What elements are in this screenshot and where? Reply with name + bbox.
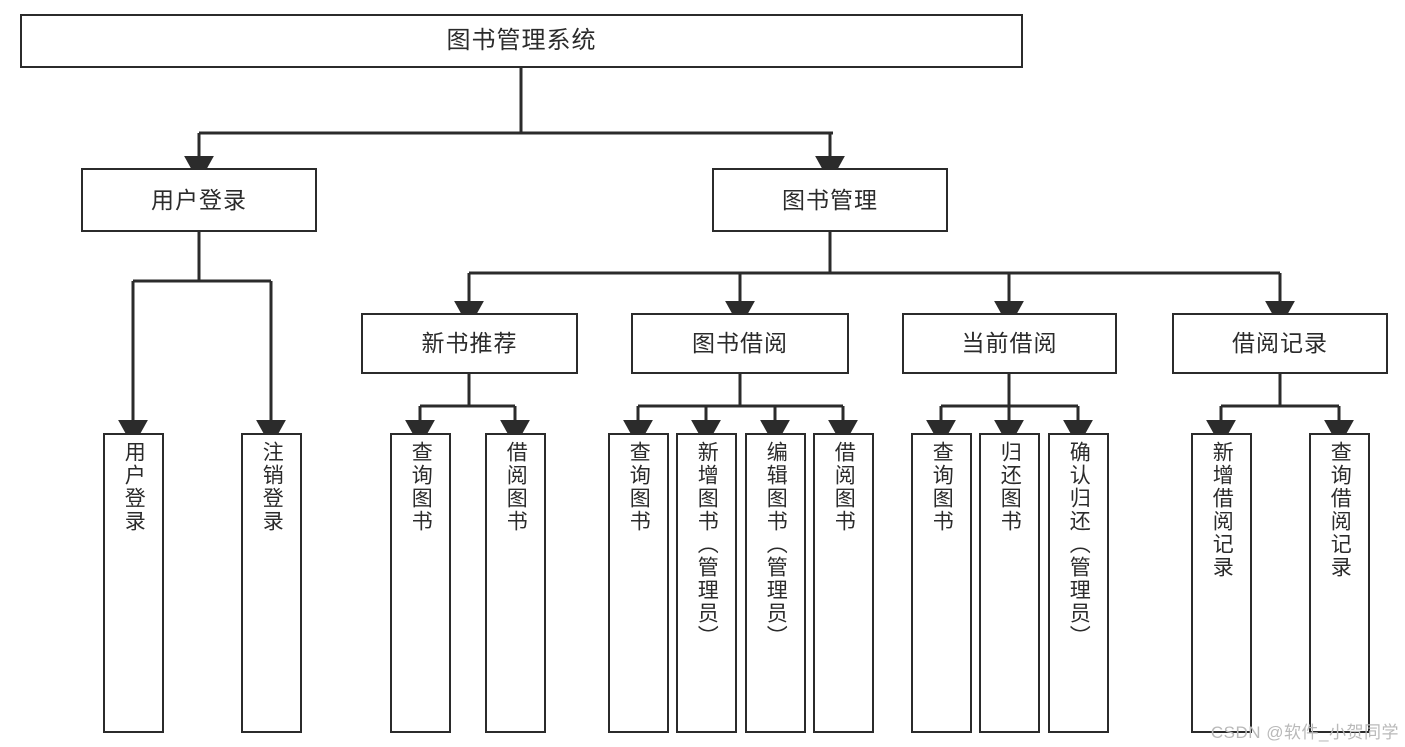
node-label: 借阅记录 [1232,330,1328,356]
node-user-login[interactable]: 用户登录 [81,168,317,232]
node-label: 新增借阅记录 [1210,441,1234,579]
leaf-query-borrowing-record[interactable]: 查询借阅记录 [1309,433,1370,733]
node-label: 查询借阅记录 [1328,441,1352,579]
node-book-borrowing[interactable]: 图书借阅 [631,313,849,374]
node-label: 确认归还（管理员） [1067,441,1091,648]
node-label: 当前借阅 [961,330,1058,356]
node-label: 用户登录 [122,441,146,533]
node-label: 查询图书 [930,441,954,533]
node-label: 用户登录 [151,186,247,213]
node-label: 新书推荐 [421,330,518,356]
node-label: 新增图书（管理员） [695,441,719,648]
node-label: 查询图书 [627,441,651,533]
node-new-book-recommendation[interactable]: 新书推荐 [361,313,578,374]
node-label: 注销登录 [260,441,284,533]
leaf-add-book-admin[interactable]: 新增图书（管理员） [676,433,737,733]
node-label: 图书借阅 [692,330,788,356]
node-label: 归还图书 [998,441,1022,533]
node-label: 借阅图书 [832,441,856,533]
leaf-confirm-return-admin[interactable]: 确认归还（管理员） [1048,433,1109,733]
leaf-query-books-current[interactable]: 查询图书 [911,433,972,733]
node-label: 图书管理系统 [446,27,597,54]
node-label: 编辑图书（管理员） [764,441,788,648]
leaf-user-login[interactable]: 用户登录 [103,433,164,733]
leaf-logout[interactable]: 注销登录 [241,433,302,733]
node-label: 查询图书 [409,441,433,533]
node-current-borrowing[interactable]: 当前借阅 [902,313,1117,374]
leaf-borrow-books-recommendation[interactable]: 借阅图书 [485,433,546,733]
node-root-book-management-system[interactable]: 图书管理系统 [20,14,1023,68]
node-book-management[interactable]: 图书管理 [712,168,948,232]
leaf-borrow-books-borrowing[interactable]: 借阅图书 [813,433,874,733]
leaf-query-books-borrowing[interactable]: 查询图书 [608,433,669,733]
leaf-add-borrowing-record[interactable]: 新增借阅记录 [1191,433,1252,733]
node-label: 图书管理 [782,186,878,213]
leaf-edit-book-admin[interactable]: 编辑图书（管理员） [745,433,806,733]
leaf-query-books-recommendation[interactable]: 查询图书 [390,433,451,733]
leaf-return-books[interactable]: 归还图书 [979,433,1040,733]
csdn-watermark: CSDN @软件_小贺同学 [1210,723,1399,742]
node-borrowing-records[interactable]: 借阅记录 [1172,313,1388,374]
node-label: 借阅图书 [504,441,528,533]
